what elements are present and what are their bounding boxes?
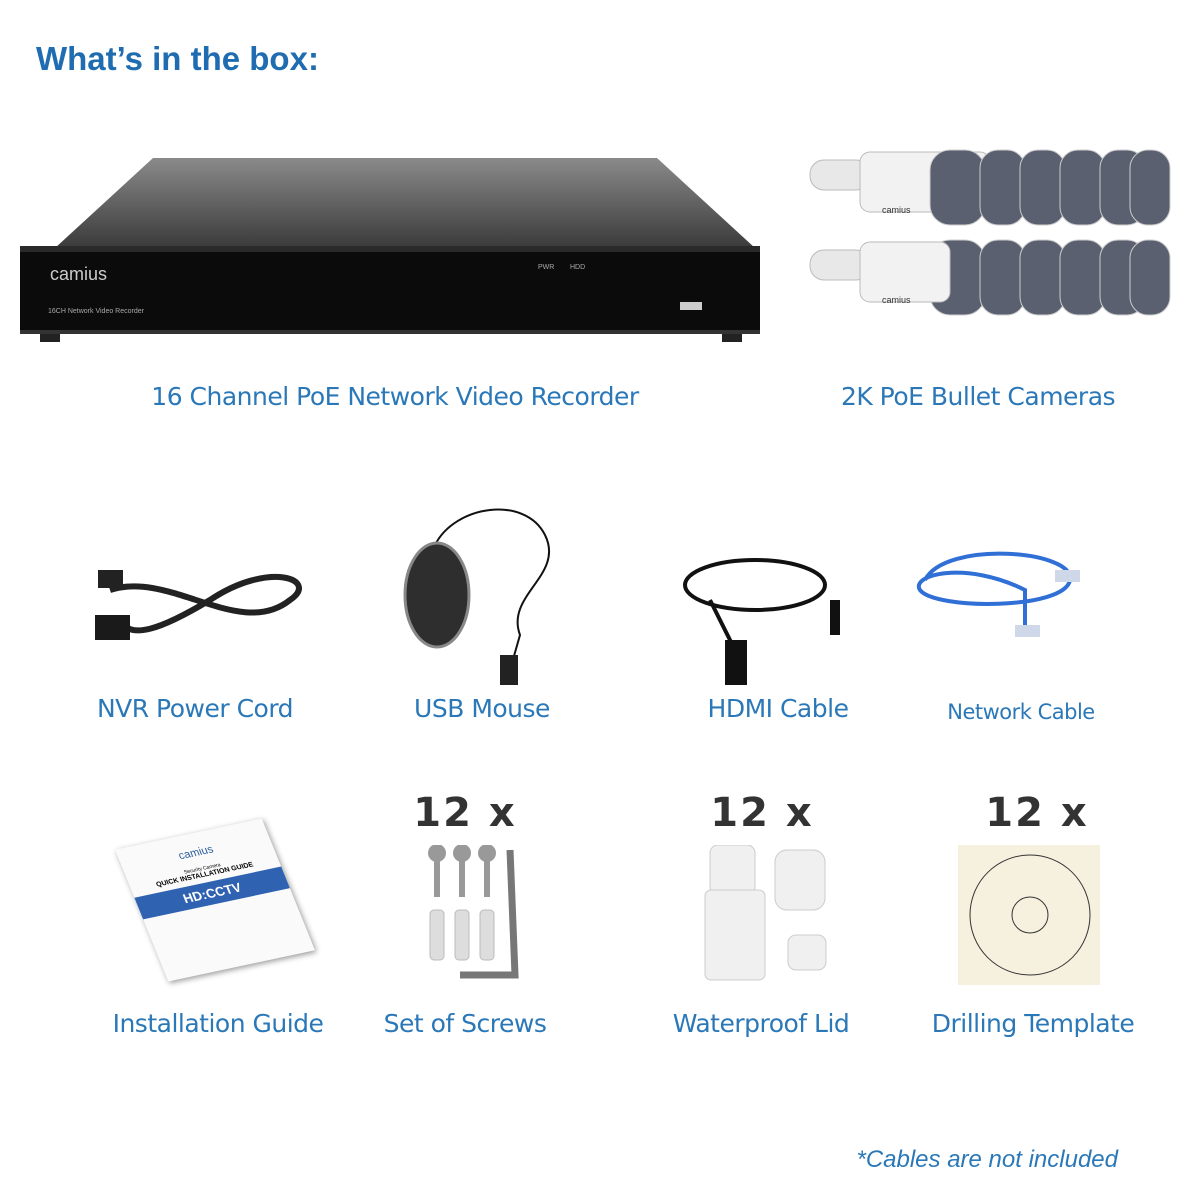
pwr-led-label: PWR	[538, 264, 555, 271]
usb-mouse-image	[403, 508, 551, 685]
screws-image	[428, 845, 519, 979]
drilling-template-image	[958, 845, 1100, 985]
usb-port-icon	[680, 302, 702, 310]
installation-guide-image: camius Security Camera QUICK INSTALLATIO…	[115, 818, 315, 982]
nvr-model-text: 16CH Network Video Recorder	[48, 308, 144, 315]
nvr-label: 16 Channel PoE Network Video Recorder	[151, 382, 639, 411]
bullet-cameras-image: camius camius	[809, 149, 1171, 316]
installation-guide-label: Installation Guide	[112, 1009, 324, 1038]
hdmi-cable-label: HDMI Cable	[707, 694, 849, 723]
screws-label: Set of Screws	[383, 1009, 547, 1038]
template-qty: 12 x	[985, 790, 1089, 836]
hdmi-cable-image	[683, 558, 840, 685]
cameras-label: 2K PoE Bullet Cameras	[840, 382, 1116, 411]
nvr-top-panel	[55, 158, 755, 248]
camera-brand-text: camius	[882, 205, 911, 215]
waterproof-lid-image	[704, 845, 827, 981]
screws-qty: 12 x	[413, 790, 517, 836]
footnote: *Cables are not included	[856, 1146, 1118, 1173]
waterproof-lid-label: Waterproof Lid	[672, 1009, 850, 1038]
camera-brand-text: camius	[882, 295, 911, 305]
drilling-template-label: Drilling Template	[931, 1009, 1135, 1038]
network-cable-label: Network Cable	[947, 700, 1095, 724]
lid-qty: 12 x	[710, 790, 814, 836]
page-title: What’s in the box:	[36, 40, 319, 77]
power-cord-label: NVR Power Cord	[96, 694, 294, 723]
network-cable-image	[916, 551, 1080, 637]
hdd-led-label: HDD	[570, 264, 586, 271]
nvr-front-panel	[20, 246, 760, 334]
power-cord-image	[95, 570, 302, 640]
usb-mouse-label: USB Mouse	[414, 694, 550, 723]
nvr-brand-logo: camius	[50, 264, 108, 284]
